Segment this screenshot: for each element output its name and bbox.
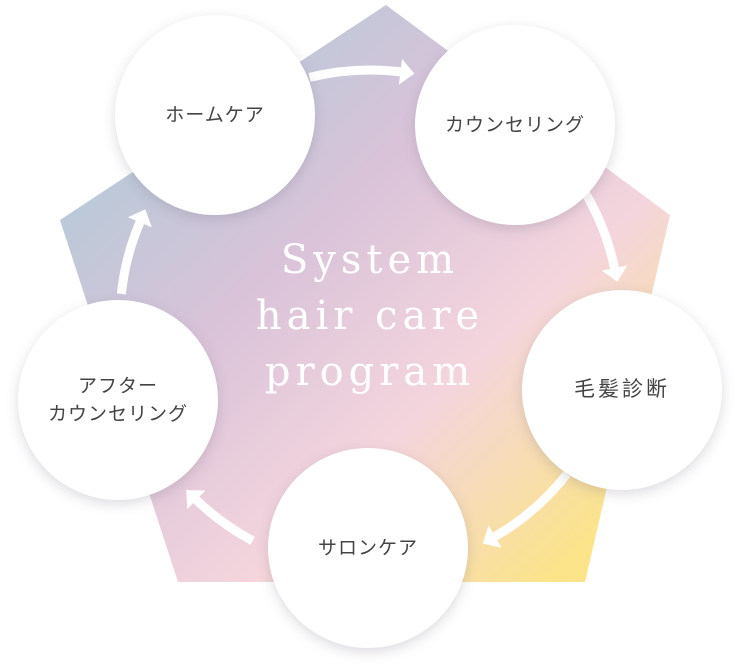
step-label-line: アフター xyxy=(77,374,158,397)
arrow-head-icon xyxy=(186,490,206,510)
step-label-line: カウンセリング xyxy=(47,403,188,425)
step-label: 毛髪診断 xyxy=(574,377,670,402)
step-home-care: ホームケア xyxy=(115,15,315,215)
arrow-shaft xyxy=(193,496,255,545)
title-line: program xyxy=(264,349,476,395)
arrow-shaft xyxy=(308,65,402,82)
arrow-head-icon xyxy=(127,209,152,228)
arrow-head-icon xyxy=(601,265,628,282)
title-line: System xyxy=(280,237,460,283)
arrow-head-icon xyxy=(398,58,415,85)
step-after-counseling: アフターカウンセリング xyxy=(18,300,218,500)
title-line: hair care xyxy=(255,293,485,339)
step-hair-diagnosis: 毛髪診断 xyxy=(522,290,722,490)
step-counseling: カウンセリング xyxy=(415,25,615,225)
program-title: System hair care program xyxy=(230,232,510,400)
arrow-shaft xyxy=(492,471,571,541)
step-label: ホームケア xyxy=(165,103,265,126)
step-label: アフターカウンセリング xyxy=(48,372,188,429)
arrow-head-icon xyxy=(482,525,502,548)
arrow-shaft xyxy=(116,220,145,295)
step-label: サロンケア xyxy=(317,536,418,559)
step-salon-care: サロンケア xyxy=(268,448,468,648)
step-label: カウンセリング xyxy=(444,113,585,136)
